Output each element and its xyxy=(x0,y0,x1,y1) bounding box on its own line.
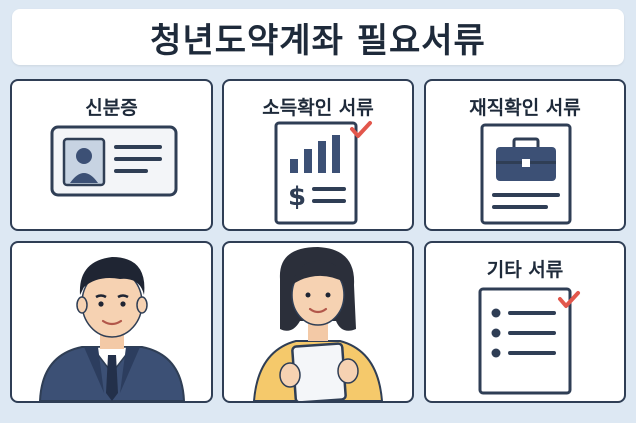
title-banner: 청년도약계좌 필요서류 xyxy=(12,9,624,65)
card-label: 기타 서류 xyxy=(486,259,564,281)
card-id: 신분증 xyxy=(10,79,213,231)
briefcase-document-icon xyxy=(480,123,572,225)
card-income: 소득확인 서류 $ xyxy=(222,79,414,231)
income-document-icon: $ xyxy=(274,121,372,225)
card-other: 기타 서류 xyxy=(424,241,626,403)
businessman-illustration xyxy=(38,257,186,401)
id-card-icon xyxy=(50,125,178,197)
svg-text:$: $ xyxy=(288,182,306,212)
card-label: 소득확인 서류 xyxy=(262,97,374,119)
card-label: 재직확인 서류 xyxy=(469,97,581,119)
card-employment: 재직확인 서류 xyxy=(424,79,626,231)
page-title: 청년도약계좌 필요서류 xyxy=(150,20,486,61)
woman-with-tablet-illustration xyxy=(252,247,384,401)
card-label: 신분증 xyxy=(85,97,138,119)
checklist-document-icon xyxy=(478,287,580,395)
card-woman xyxy=(222,241,414,403)
card-businessman xyxy=(10,241,213,403)
